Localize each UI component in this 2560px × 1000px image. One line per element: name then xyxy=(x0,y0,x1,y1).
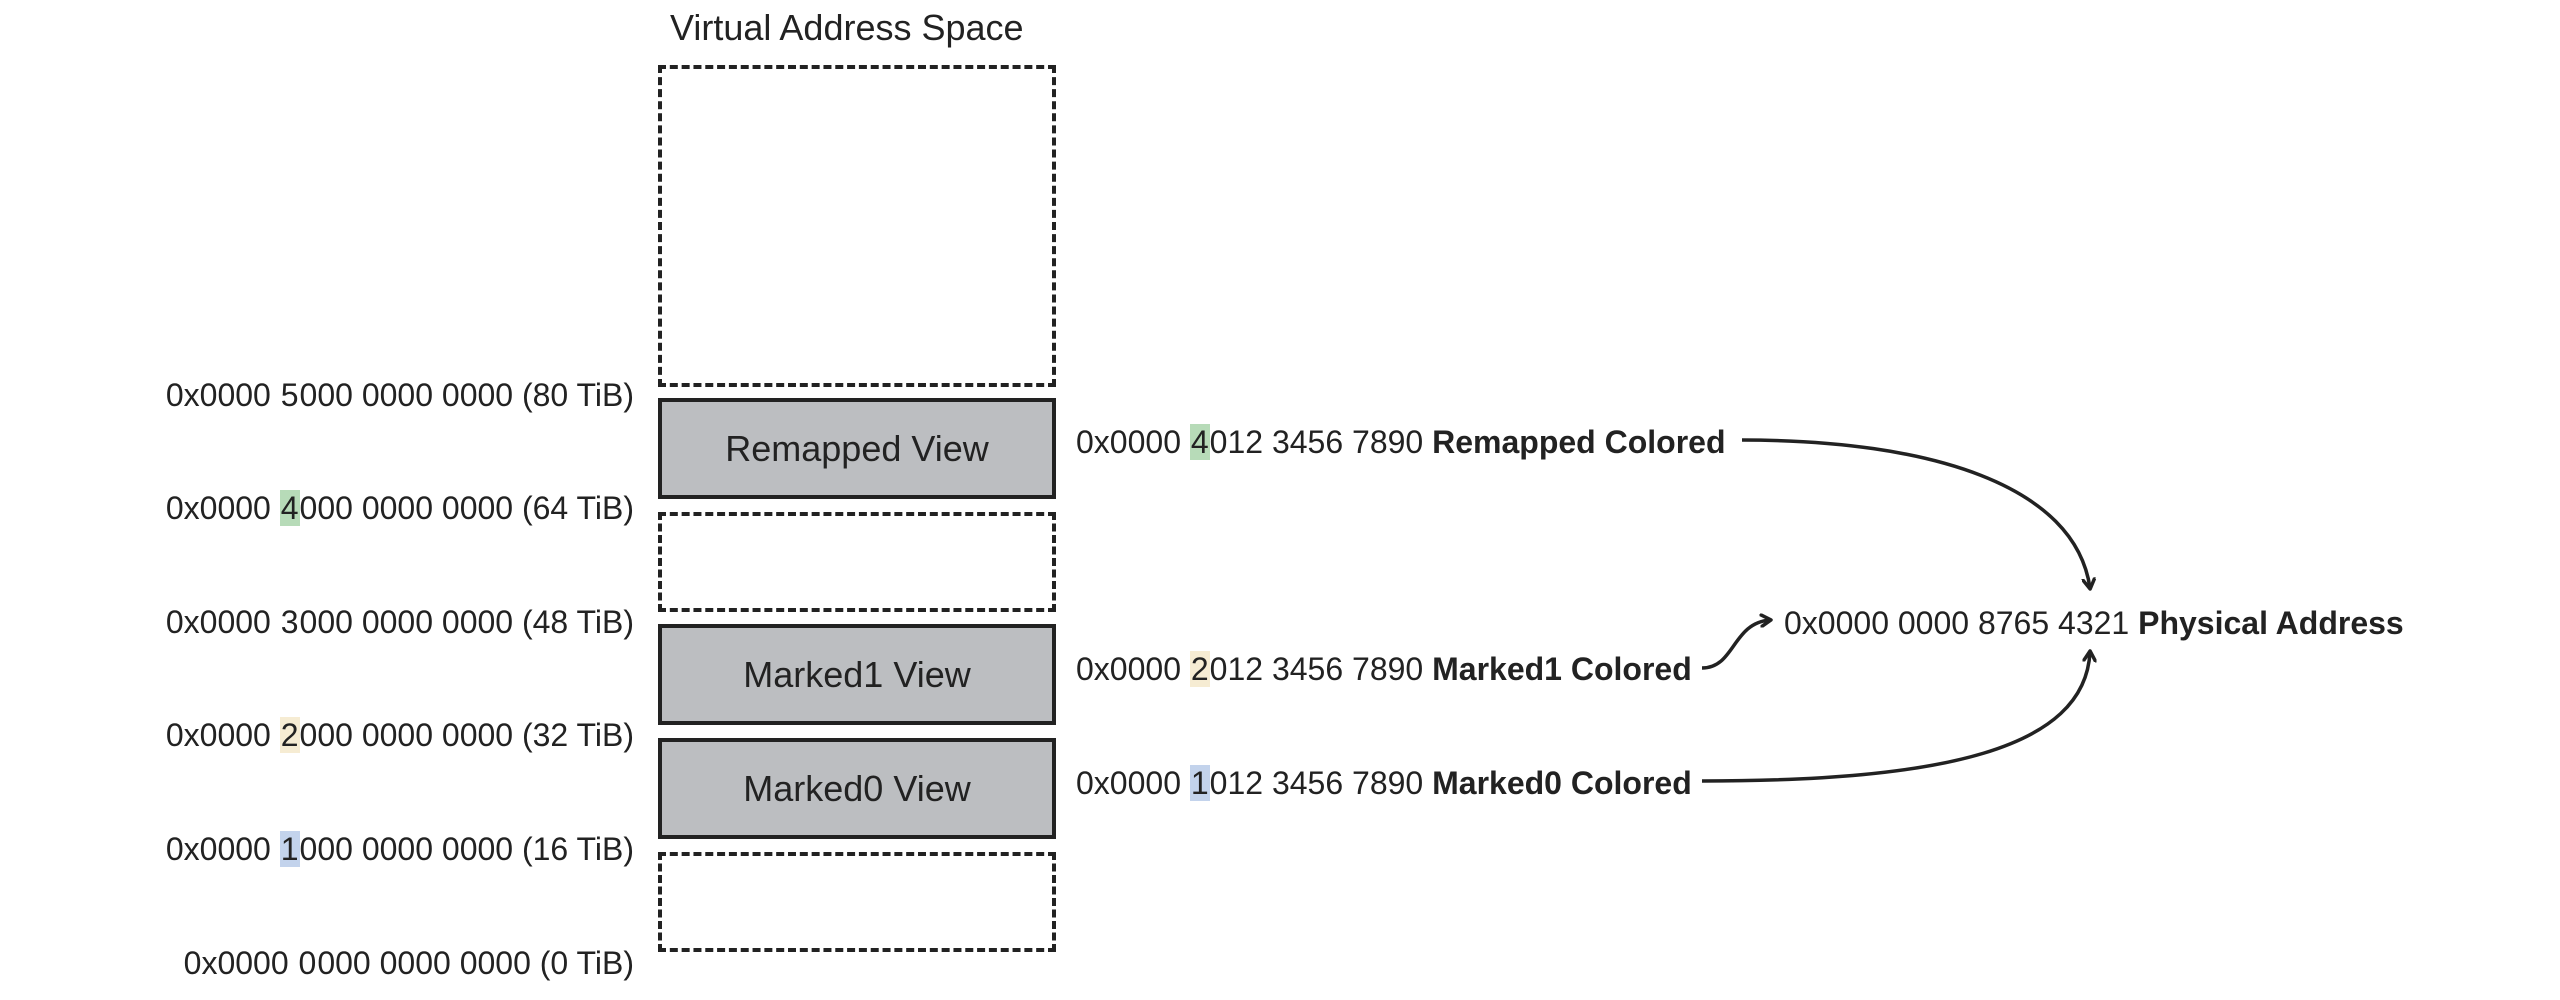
marked1-view-block: Marked1 View xyxy=(658,624,1056,725)
address-label-32tib: 0x0000 2000 0000 0000 (32 TiB) xyxy=(165,717,634,753)
remapped-colored-label: Remapped Colored xyxy=(1432,424,1726,460)
marked1-view-label: Marked1 View xyxy=(743,653,971,695)
marked1-to-physical-arrow xyxy=(1701,620,1770,670)
remapped-to-physical-arrow xyxy=(1741,438,2090,588)
marked0-colored-address: 0x0000 1012 3456 7890 Marked0 Colored xyxy=(1076,765,1692,801)
address-label-80tib: 0x0000 5000 0000 0000 (80 TiB) xyxy=(165,377,634,413)
address-label-16tib: 0x0000 1000 0000 0000 (16 TiB) xyxy=(165,831,634,867)
marked1-colored-label: Marked1 Colored xyxy=(1432,651,1692,687)
marked0-view-label: Marked0 View xyxy=(743,767,971,809)
marked1-colored-address: 0x0000 2012 3456 7890 Marked1 Colored xyxy=(1076,651,1692,687)
remapped-view-label: Remapped View xyxy=(725,427,989,469)
unused-space-bottom xyxy=(658,852,1056,952)
physical-address-label: Physical Address xyxy=(2138,605,2404,641)
marked0-colored-label: Marked0 Colored xyxy=(1432,765,1692,801)
address-label-64tib: 0x0000 4000 0000 0000 (64 TiB) xyxy=(165,490,634,526)
highlight-digit-2: 2 xyxy=(279,717,300,753)
highlight-digit-4: 4 xyxy=(279,490,300,526)
physical-address: 0x0000 0000 8765 4321 Physical Address xyxy=(1784,605,2404,641)
diagram-title: Virtual Address Space xyxy=(670,7,1024,48)
marked0-to-physical-arrow xyxy=(1701,652,2090,783)
highlight-digit-1: 1 xyxy=(279,831,300,867)
marked0-view-block: Marked0 View xyxy=(658,738,1056,839)
unused-space-top xyxy=(658,65,1056,387)
address-label-48tib: 0x0000 3000 0000 0000 (48 TiB) xyxy=(165,604,634,640)
address-label-0tib: 0x0000 0000 0000 0000 (0 TiB) xyxy=(183,945,634,981)
remapped-view-block: Remapped View xyxy=(658,398,1056,499)
remapped-colored-address: 0x0000 4012 3456 7890 Remapped Colored xyxy=(1076,424,1726,460)
unused-space-gap xyxy=(658,512,1056,612)
